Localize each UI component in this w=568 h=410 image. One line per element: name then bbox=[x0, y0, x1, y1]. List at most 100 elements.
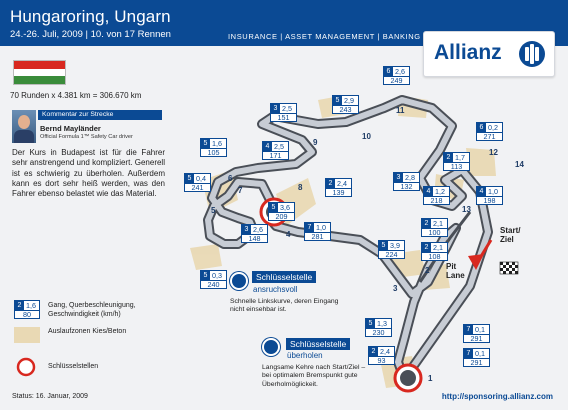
corner-speed: 240 bbox=[201, 280, 226, 289]
corner-lateral-g: 0,3 bbox=[212, 271, 222, 280]
allianz-logo[interactable]: Allianz bbox=[423, 31, 555, 77]
legend-sample-kmh: 80 bbox=[15, 310, 39, 319]
legend-key-swatch bbox=[16, 357, 36, 377]
pit-lane-label: Pit Lane bbox=[446, 262, 465, 280]
runoff-zone bbox=[466, 148, 496, 176]
turn-number: 6 bbox=[228, 174, 233, 183]
corner-speed: 148 bbox=[242, 234, 267, 243]
corner-lateral-g: 2,6 bbox=[395, 67, 405, 76]
key2-text: Langsame Kehre nach Start/Ziel – bei opt… bbox=[262, 364, 366, 388]
sponsoring-link[interactable]: http://sponsoring.allianz.com bbox=[441, 392, 553, 401]
key1-text: Schnelle Linkskurve, deren Eingang nicht… bbox=[230, 298, 339, 314]
key1-title: Schlüsselstelle bbox=[252, 271, 317, 283]
turn-number: 5 bbox=[211, 206, 216, 215]
corner-lateral-g: 0,1 bbox=[475, 325, 485, 334]
legend-gear-text: Gang, Querbeschleunigung, Geschwindigkei… bbox=[48, 302, 136, 318]
corner-lateral-g: 2,1 bbox=[433, 243, 443, 252]
turn-number: 13 bbox=[462, 205, 471, 214]
corner-lateral-g: 1,0 bbox=[488, 187, 498, 196]
corner-speed: 291 bbox=[464, 334, 489, 343]
corner-gear: 4 bbox=[263, 142, 272, 151]
corner-speed: 243 bbox=[333, 105, 358, 114]
corner-gear: 2 bbox=[369, 347, 378, 356]
corner-speed: 230 bbox=[366, 328, 391, 337]
corner-gear: 7 bbox=[464, 325, 473, 334]
race-distance: 70 Runden x 4.381 km = 306.670 km bbox=[10, 91, 142, 100]
corner-gear: 5 bbox=[269, 203, 278, 212]
corner-speed: 218 bbox=[424, 196, 449, 205]
corner-lateral-g: 2,8 bbox=[405, 173, 415, 182]
corner-lateral-g: 1,3 bbox=[377, 319, 387, 328]
corner-speed: 100 bbox=[422, 228, 447, 237]
corner-lateral-g: 3,6 bbox=[280, 203, 290, 212]
steering-wheel-icon bbox=[262, 338, 280, 356]
corner-speed: 271 bbox=[477, 132, 502, 141]
corner-speed: 198 bbox=[477, 196, 502, 205]
corner-lateral-g: 0,2 bbox=[488, 123, 498, 132]
corner-lateral-g: 2,4 bbox=[380, 347, 390, 356]
pit-lane-path bbox=[418, 211, 472, 283]
corner-gear: 5 bbox=[379, 241, 388, 250]
corner-gear: 3 bbox=[271, 104, 280, 113]
corner-lateral-g: 2,9 bbox=[344, 96, 354, 105]
key2-title: Schlüsselstelle bbox=[286, 338, 351, 350]
start-finish-label: Start/ Ziel bbox=[500, 226, 521, 244]
corner-lateral-g: 1,7 bbox=[455, 153, 465, 162]
corner-lateral-g: 0,4 bbox=[196, 174, 206, 183]
allianz-eagle-icon bbox=[519, 41, 545, 67]
key1-subtitle: ansruchsvoll bbox=[253, 285, 298, 294]
direction-arrow-icon bbox=[478, 239, 493, 259]
legend-sample-g: 1,6 bbox=[26, 301, 36, 310]
logo-text: Allianz bbox=[434, 41, 502, 64]
corner-speed: 241 bbox=[185, 183, 210, 192]
hungary-flag-icon bbox=[13, 60, 66, 85]
turn-number: 8 bbox=[298, 183, 303, 192]
page-title: Hungaroring, Ungarn bbox=[10, 7, 171, 26]
runoff-zone bbox=[190, 244, 222, 270]
corner-gear: 5 bbox=[201, 139, 210, 148]
corner-gear: 2 bbox=[422, 243, 431, 252]
corner-gear: 5 bbox=[201, 271, 210, 280]
corner-gear: 5 bbox=[333, 96, 342, 105]
corner-gear: 7 bbox=[305, 223, 314, 232]
corner-gear: 6 bbox=[477, 123, 486, 132]
turn-number: 7 bbox=[238, 186, 243, 195]
turn-number: 10 bbox=[362, 132, 371, 141]
key-point-marker bbox=[400, 370, 416, 386]
corner-speed: 291 bbox=[464, 358, 489, 367]
turn-number: 11 bbox=[396, 106, 405, 115]
corner-lateral-g: 2,5 bbox=[274, 142, 284, 151]
corner-lateral-g: 2,5 bbox=[282, 104, 292, 113]
legend-sample-box: 2 1,6 80 bbox=[14, 300, 40, 319]
corner-lateral-g: 2,4 bbox=[337, 179, 347, 188]
corner-speed: 132 bbox=[394, 182, 419, 191]
corner-gear: 6 bbox=[384, 67, 393, 76]
corner-gear: 2 bbox=[422, 219, 431, 228]
corner-speed: 171 bbox=[263, 151, 288, 160]
corner-gear: 4 bbox=[424, 187, 433, 196]
corner-gear: 5 bbox=[366, 319, 375, 328]
driver-name: Bernd Mayländer bbox=[40, 124, 101, 133]
legend-sample-gear: 2 bbox=[15, 301, 24, 310]
corner-lateral-g: 3,9 bbox=[390, 241, 400, 250]
corner-speed: 209 bbox=[269, 212, 294, 221]
corner-speed: 281 bbox=[305, 232, 330, 241]
